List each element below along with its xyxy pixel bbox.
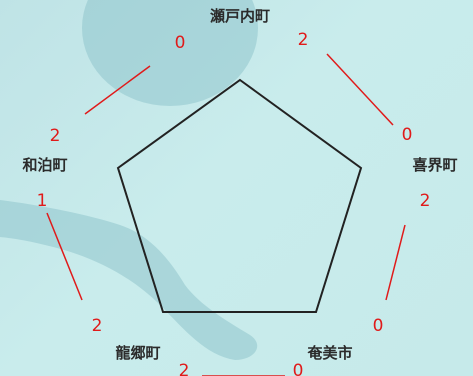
score-setouchi-vs-kikai: 2	[298, 30, 309, 50]
town-label-kikai: 喜界町	[412, 156, 457, 174]
score-kikai-vs-setouchi: 0	[402, 125, 413, 145]
link-line-setouchi-kikai	[326, 53, 394, 126]
town-label-wadomari: 和泊町	[22, 156, 67, 174]
town-label-amami: 奄美市	[306, 344, 352, 362]
score-tatsugo-vs-amami: 2	[179, 361, 190, 376]
score-tatsugo-vs-wadomari: 2	[92, 316, 103, 336]
score-wadomari-vs-setouchi: 2	[50, 126, 61, 146]
town-labels: 瀬戸内町 喜界町 奄美市 龍郷町 和泊町	[22, 7, 457, 362]
score-amami-vs-kikai: 0	[373, 316, 384, 336]
background-decoration	[0, 0, 258, 360]
town-label-setouchi: 瀬戸内町	[210, 7, 270, 25]
score-wadomari-vs-tatsugo: 1	[37, 191, 48, 211]
background-blob-top	[82, 0, 258, 106]
pentagon-outline	[116, 78, 363, 313]
score-labels: 2 0 2 0 0 2 2 1 2 0	[37, 30, 431, 376]
link-line-kikai-amami	[385, 224, 406, 301]
score-amami-vs-tatsugo: 0	[293, 361, 304, 376]
link-line-wadomari-setouchi	[84, 65, 151, 115]
link-lines	[46, 53, 406, 376]
score-kikai-vs-amami: 2	[420, 191, 431, 211]
score-setouchi-vs-wadomari: 0	[175, 33, 186, 53]
link-line-tatsugo-wadomari	[46, 212, 83, 301]
town-label-tatsugo: 龍郷町	[115, 344, 160, 362]
background-blob-left	[0, 200, 258, 360]
